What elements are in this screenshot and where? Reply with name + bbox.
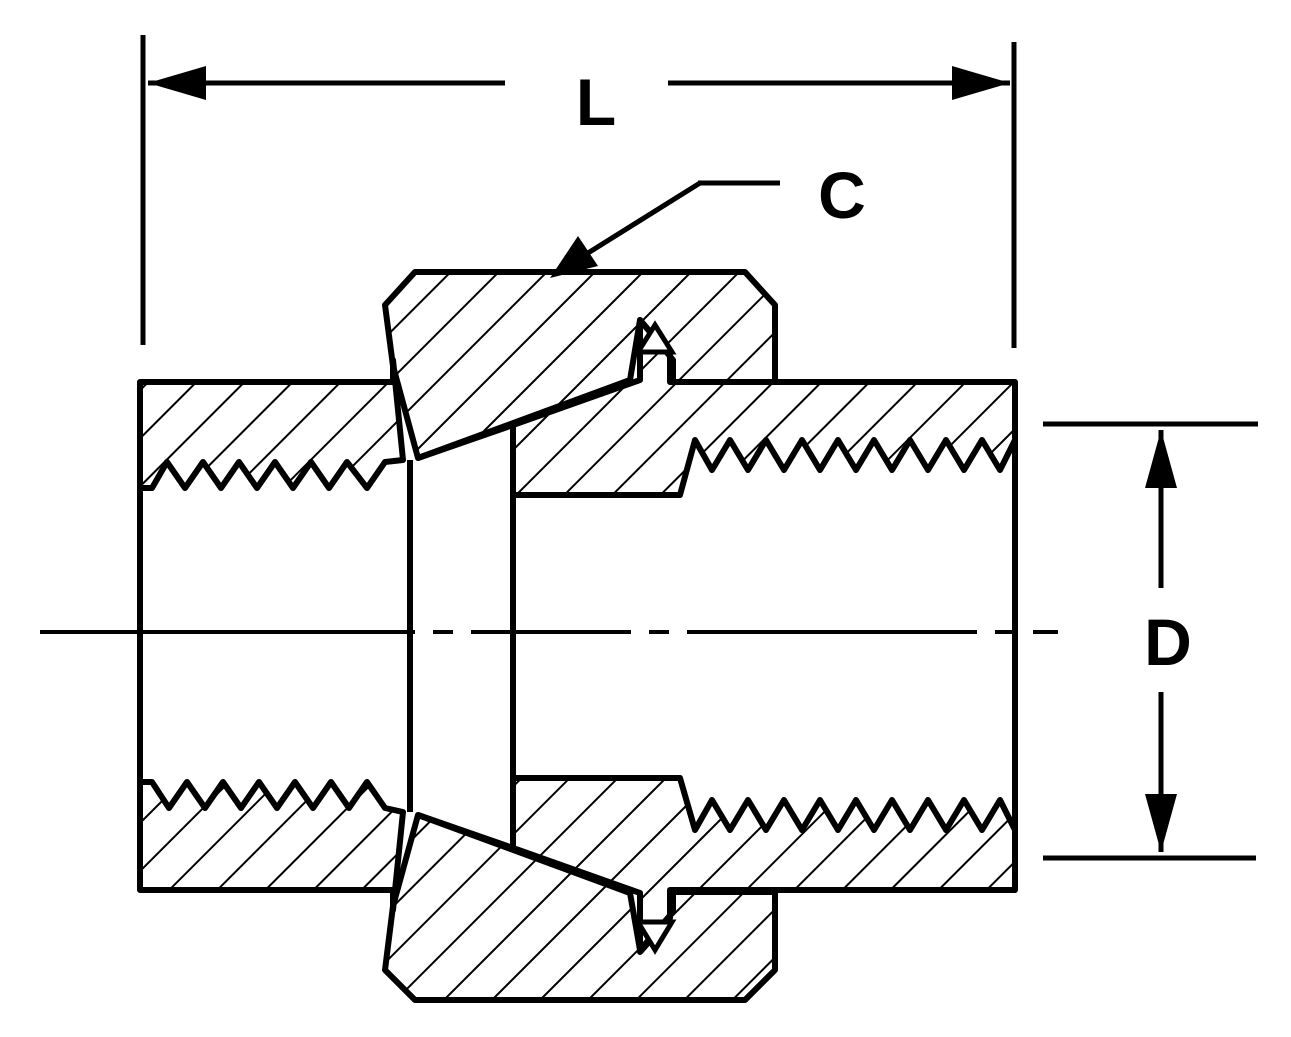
seal-notch-top: [633, 320, 677, 355]
right-end-top-section: [510, 317, 1018, 498]
seal-notch-bottom: [633, 919, 677, 955]
seat-taper-top: [417, 422, 514, 461]
length-arrowhead-left: [148, 66, 206, 100]
length-label: L: [576, 65, 616, 139]
coupling-leader-diagonal: [578, 180, 702, 261]
diameter-label: D: [1144, 605, 1192, 679]
left-end-top-section: [137, 357, 406, 491]
seat-taper-bottom: [417, 812, 514, 851]
coupling-leader-arrowhead: [550, 236, 598, 278]
right-end-bottom-section: [510, 775, 1018, 955]
length-arrowhead-right: [952, 66, 1010, 100]
diameter-arrowhead-bottom: [1145, 794, 1177, 852]
coupling-label: C: [818, 158, 866, 232]
coupling-leader: [578, 180, 780, 261]
union-fitting: [137, 269, 1018, 1003]
left-end-bottom-section: [137, 779, 406, 913]
diameter-arrowhead-top: [1145, 430, 1177, 488]
